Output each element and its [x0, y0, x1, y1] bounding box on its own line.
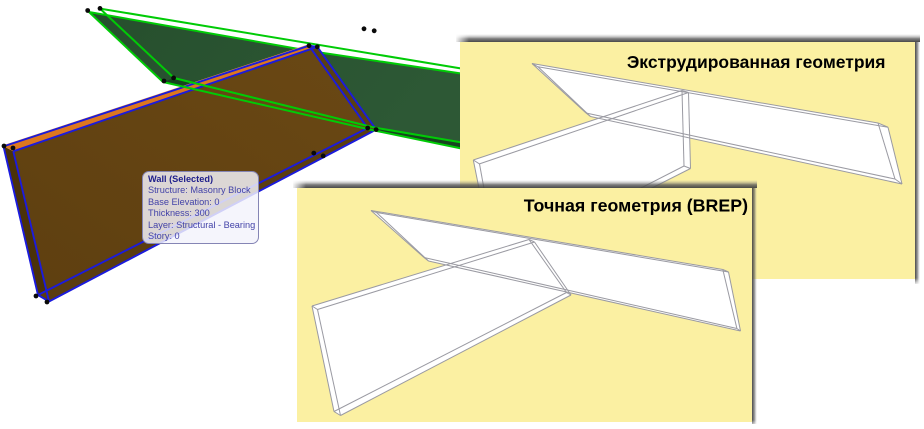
svg-text:Точная геометрия (BREP): Точная геометрия (BREP) — [524, 196, 748, 216]
svg-text:Экструдированная геометрия: Экструдированная геометрия — [627, 52, 886, 72]
